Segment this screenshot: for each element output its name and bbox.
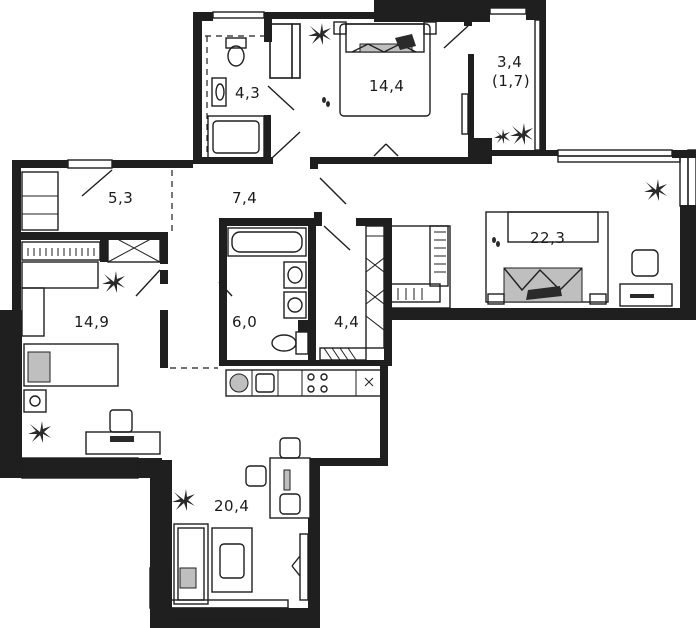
plant-icon	[644, 179, 667, 201]
room-label-bathroom: 6,0	[232, 313, 257, 331]
room-label-bath-top: 4,3	[235, 84, 260, 102]
bathroom-fixtures	[227, 227, 309, 355]
room-label-living: 20,4	[214, 497, 249, 515]
room-label-bedroom-right: 22,3	[530, 229, 565, 247]
balcony-furniture	[461, 93, 533, 145]
bath-top-fixtures	[207, 37, 265, 159]
living-furniture	[172, 437, 311, 605]
plant-icon	[102, 271, 125, 293]
door-lines	[81, 25, 469, 369]
room-label-balcony-reduced: (1,7)	[492, 72, 530, 90]
hall-small-furniture	[21, 171, 161, 263]
plant-icon	[308, 23, 331, 45]
bedroom-left-furniture	[21, 241, 161, 455]
room-label-bedroom-left: 14,9	[74, 313, 109, 331]
room-label-balcony: 3,4	[497, 53, 522, 71]
kitchen-fixtures	[225, 369, 383, 397]
room-label-bedroom-top: 14,4	[369, 77, 404, 95]
bedroom-right-furniture	[389, 179, 673, 309]
plant-icon	[510, 123, 533, 145]
plant-icon	[28, 421, 51, 443]
room-label-wc: 4,4	[334, 313, 359, 331]
room-label-hall-small: 5,3	[108, 189, 133, 207]
windows	[21, 7, 696, 621]
bedroom-top-furniture	[269, 21, 437, 159]
wc-fixtures	[319, 225, 385, 361]
room-label-corridor: 7,4	[232, 189, 257, 207]
room-labels: 4,3 14,4 3,4 (1,7) 5,3 7,4 22,3 14,9 6,0…	[74, 53, 565, 515]
plant-icon	[494, 129, 510, 144]
plant-icon	[172, 489, 195, 511]
